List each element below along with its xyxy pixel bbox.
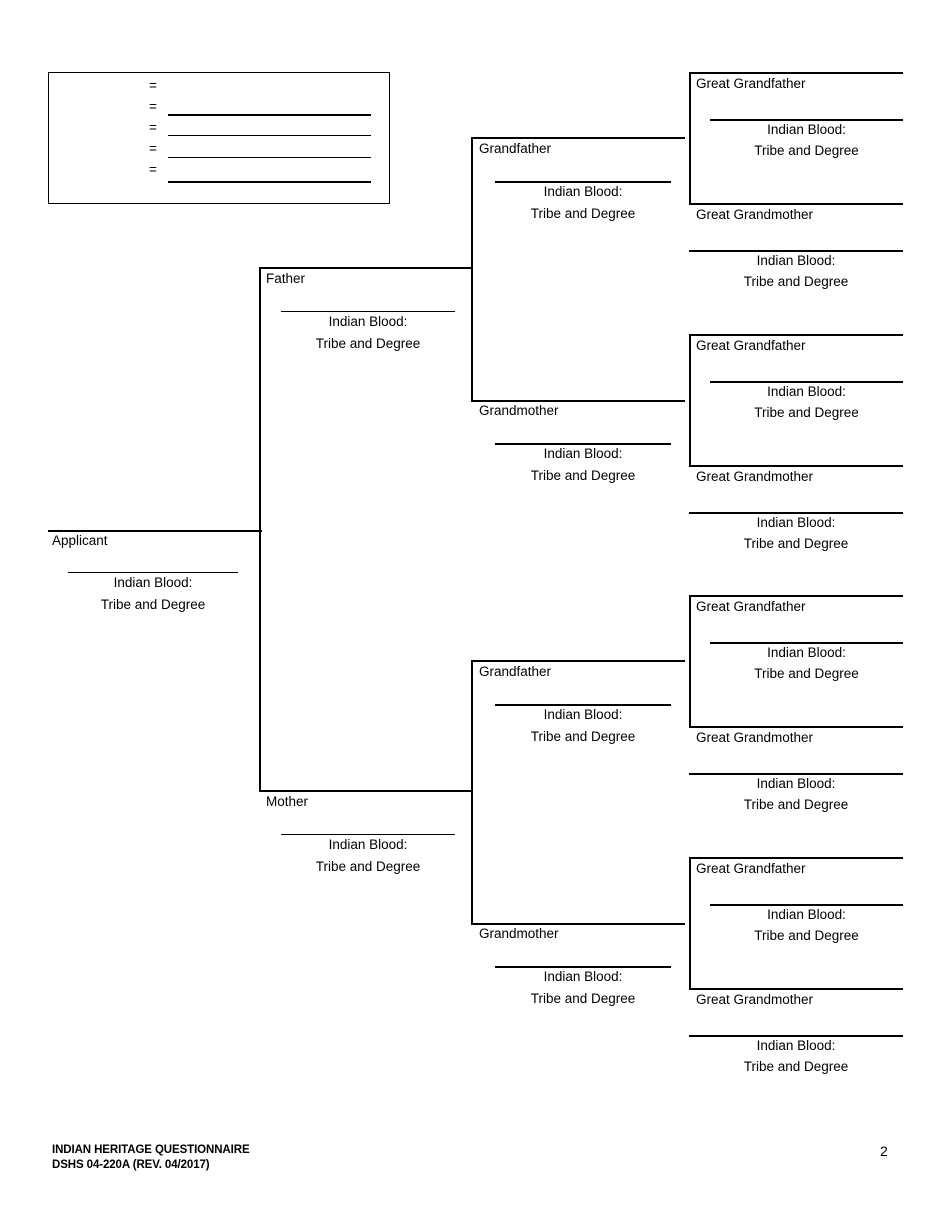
great-grandfather-3-tribe-degree: Tribe and Degree bbox=[754, 666, 859, 681]
connector-applicant-parents-horizontal bbox=[236, 530, 262, 532]
great-grandmother-2-title: Great Grandmother bbox=[696, 469, 814, 484]
great-grandmother-4-top-rule bbox=[689, 988, 903, 990]
mother-indian-blood: Indian Blood: bbox=[328, 837, 408, 852]
great-grandfather-2-top-rule bbox=[689, 334, 903, 336]
father-title: Father bbox=[266, 271, 306, 286]
legend-box: = = = = = bbox=[48, 72, 390, 204]
applicant-indian-blood: Indian Blood: bbox=[113, 575, 193, 590]
footer: INDIAN HERITAGE QUESTIONNAIRE DSHS 04-22… bbox=[52, 1143, 250, 1173]
mother-top-rule bbox=[259, 790, 472, 792]
connector-parents-vertical bbox=[259, 267, 261, 792]
maternal-grandmother-blood-rule[interactable] bbox=[495, 966, 671, 968]
great-grandmother-2-tribe-degree: Tribe and Degree bbox=[743, 536, 849, 551]
great-grandfather-2-blood-rule[interactable] bbox=[710, 381, 903, 383]
great-grandmother-3-top-rule bbox=[689, 726, 903, 728]
father-blood-rule[interactable] bbox=[281, 311, 455, 312]
maternal-grandmother-tribe-degree: Tribe and Degree bbox=[530, 991, 636, 1006]
great-grandmother-2-indian-blood: Indian Blood: bbox=[756, 515, 836, 530]
great-grandfather-4-top-rule bbox=[689, 857, 903, 859]
maternal-grandmother-top-rule bbox=[471, 923, 685, 925]
maternal-grandmother-indian-blood: Indian Blood: bbox=[543, 969, 623, 984]
great-grandmother-1-indian-blood: Indian Blood: bbox=[756, 253, 836, 268]
mother-title: Mother bbox=[266, 794, 309, 809]
great-grandmother-1-tribe-degree: Tribe and Degree bbox=[743, 274, 849, 289]
maternal-grandfather-tribe-degree: Tribe and Degree bbox=[530, 729, 636, 744]
great-grandfather-1-indian-blood: Indian Blood: bbox=[767, 122, 846, 137]
maternal-grandfather-blood-rule[interactable] bbox=[495, 704, 671, 706]
page-number: 2 bbox=[880, 1143, 888, 1159]
connector-ggp-vertical-1 bbox=[689, 72, 691, 203]
applicant-title: Applicant bbox=[52, 533, 108, 548]
great-grandfather-3-indian-blood: Indian Blood: bbox=[767, 645, 846, 660]
legend-equals-0: = bbox=[149, 78, 157, 93]
great-grandmother-2-blood-rule[interactable] bbox=[689, 512, 903, 514]
great-grandmother-4-title: Great Grandmother bbox=[696, 992, 814, 1007]
great-grandmother-3-title: Great Grandmother bbox=[696, 730, 814, 745]
paternal-grandfather-blood-rule[interactable] bbox=[495, 181, 671, 183]
great-grandfather-4-indian-blood: Indian Blood: bbox=[767, 907, 846, 922]
great-grandmother-3-tribe-degree: Tribe and Degree bbox=[743, 797, 849, 812]
great-grandfather-1-tribe-degree: Tribe and Degree bbox=[754, 143, 859, 158]
legend-rule-3[interactable] bbox=[168, 181, 371, 183]
mother-blood-rule[interactable] bbox=[281, 834, 455, 835]
paternal-grandmother-top-rule bbox=[471, 400, 685, 402]
applicant-tribe-degree: Tribe and Degree bbox=[100, 597, 206, 612]
great-grandmother-1-blood-rule[interactable] bbox=[689, 250, 903, 252]
great-grandmother-4-tribe-degree: Tribe and Degree bbox=[743, 1059, 849, 1074]
great-grandmother-1-title: Great Grandmother bbox=[696, 207, 814, 222]
great-grandfather-3-blood-rule[interactable] bbox=[710, 642, 903, 644]
great-grandmother-3-blood-rule[interactable] bbox=[689, 773, 903, 775]
connector-ggp-vertical-3 bbox=[689, 595, 691, 726]
paternal-grandfather-indian-blood: Indian Blood: bbox=[543, 184, 623, 199]
paternal-grandmother-blood-rule[interactable] bbox=[495, 443, 671, 445]
great-grandfather-3-top-rule bbox=[689, 595, 903, 597]
great-grandfather-3-title: Great Grandfather bbox=[696, 599, 806, 614]
great-grandmother-2-top-rule bbox=[689, 465, 903, 467]
paternal-grandmother-title: Grandmother bbox=[479, 403, 559, 418]
connector-maternal-grandparents-vertical bbox=[471, 660, 473, 923]
connector-ggp-vertical-2 bbox=[689, 334, 691, 465]
great-grandfather-2-indian-blood: Indian Blood: bbox=[767, 384, 846, 399]
great-grandfather-1-blood-rule[interactable] bbox=[710, 119, 903, 121]
father-top-rule bbox=[259, 267, 472, 269]
legend-equals-4: = bbox=[149, 162, 157, 177]
great-grandfather-2-title: Great Grandfather bbox=[696, 338, 806, 353]
maternal-grandfather-top-rule bbox=[471, 660, 685, 662]
great-grandfather-4-tribe-degree: Tribe and Degree bbox=[754, 928, 859, 943]
great-grandmother-1-top-rule bbox=[689, 203, 903, 205]
legend-equals-3: = bbox=[149, 141, 157, 156]
paternal-grandfather-title: Grandfather bbox=[479, 141, 552, 156]
father-tribe-degree: Tribe and Degree bbox=[315, 336, 421, 351]
great-grandfather-1-top-rule bbox=[689, 72, 903, 74]
mother-tribe-degree: Tribe and Degree bbox=[315, 859, 421, 874]
great-grandfather-2-tribe-degree: Tribe and Degree bbox=[754, 405, 859, 420]
legend-equals-2: = bbox=[149, 120, 157, 135]
paternal-grandmother-indian-blood: Indian Blood: bbox=[543, 446, 623, 461]
great-grandfather-4-title: Great Grandfather bbox=[696, 861, 806, 876]
great-grandmother-4-blood-rule[interactable] bbox=[689, 1035, 903, 1037]
great-grandfather-4-blood-rule[interactable] bbox=[710, 904, 903, 906]
legend-rule-2[interactable] bbox=[168, 157, 371, 158]
legend-rule-1[interactable] bbox=[168, 135, 371, 136]
father-indian-blood: Indian Blood: bbox=[328, 314, 408, 329]
footer-form-title: INDIAN HERITAGE QUESTIONNAIRE bbox=[52, 1144, 250, 1156]
maternal-grandfather-title: Grandfather bbox=[479, 664, 552, 679]
maternal-grandfather-indian-blood: Indian Blood: bbox=[543, 707, 623, 722]
great-grandmother-3-indian-blood: Indian Blood: bbox=[756, 776, 836, 791]
paternal-grandfather-top-rule bbox=[471, 137, 685, 139]
great-grandfather-1-title: Great Grandfather bbox=[696, 76, 806, 91]
legend-equals-1: = bbox=[149, 99, 157, 114]
legend-rule-0[interactable] bbox=[168, 114, 371, 116]
great-grandmother-4-indian-blood: Indian Blood: bbox=[756, 1038, 836, 1053]
paternal-grandfather-tribe-degree: Tribe and Degree bbox=[530, 206, 636, 221]
applicant-blood-rule[interactable] bbox=[68, 572, 238, 573]
applicant-top-rule bbox=[48, 530, 260, 532]
paternal-grandmother-tribe-degree: Tribe and Degree bbox=[530, 468, 636, 483]
connector-paternal-grandparents-vertical bbox=[471, 137, 473, 400]
maternal-grandmother-title: Grandmother bbox=[479, 926, 559, 941]
connector-ggp-vertical-4 bbox=[689, 857, 691, 988]
footer-form-number: DSHS 04-220A (REV. 04/2017) bbox=[52, 1159, 210, 1171]
